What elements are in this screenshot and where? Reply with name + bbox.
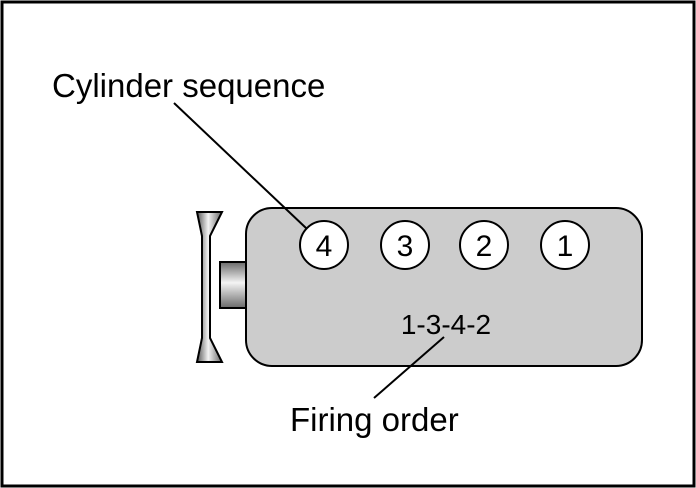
cylinder-number: 4 (316, 230, 333, 263)
cylinder-sequence-leader-line (173, 102, 307, 229)
cylinder-2: 2 (459, 220, 509, 270)
cylinder-3: 3 (380, 220, 430, 270)
cylinder-1: 1 (540, 220, 590, 270)
cylinder-circle (459, 220, 509, 270)
firing-order-value: 1-3-4-2 (401, 309, 491, 340)
cylinder-number: 3 (397, 230, 414, 263)
crankshaft-pulley (195, 211, 224, 363)
cylinder-number: 2 (476, 230, 493, 263)
cylinder-circle (299, 220, 349, 270)
cylinder-circle (380, 220, 430, 270)
cylinder-number: 1 (557, 230, 574, 263)
cylinder-sequence-label: Cylinder sequence (52, 67, 325, 104)
cylinder-circle (540, 220, 590, 270)
firing-order-leader-line (373, 336, 445, 399)
cylinder-4: 4 (299, 220, 349, 270)
firing-order-label: Firing order (290, 401, 459, 438)
